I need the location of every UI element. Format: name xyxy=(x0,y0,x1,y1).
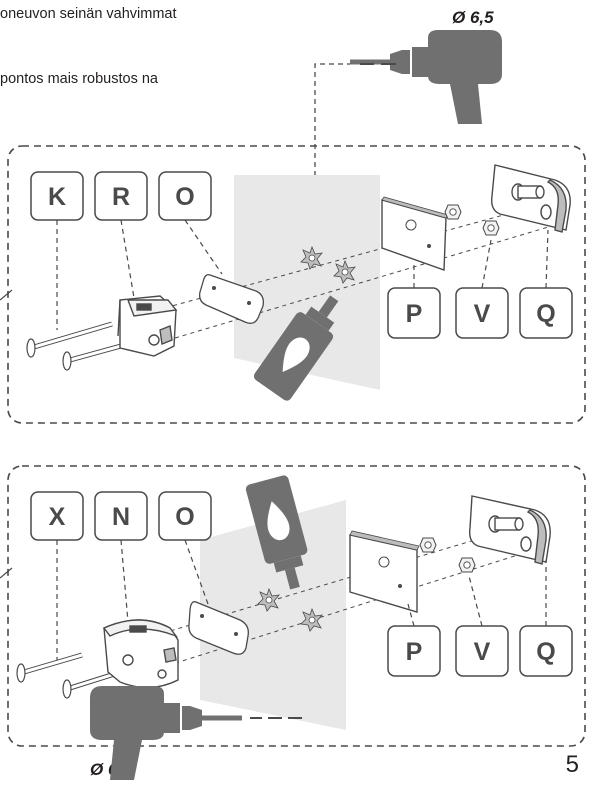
part-label-q-bottom: Q xyxy=(519,625,573,677)
drill-guide-line-top xyxy=(314,63,350,275)
part-label-n: N xyxy=(94,491,148,541)
bracket-n xyxy=(102,619,179,689)
plate-o-bottom xyxy=(188,601,249,655)
part-label-x: X xyxy=(30,491,84,541)
part-label-v: V xyxy=(455,287,509,339)
part-label-v-bottom: V xyxy=(455,625,509,677)
svg-text:V: V xyxy=(474,638,491,666)
nut-v-bottom-2 xyxy=(458,557,476,573)
plate-p-bottom xyxy=(349,530,420,613)
assembly-panel-top xyxy=(7,145,586,424)
svg-text:O: O xyxy=(175,183,194,211)
svg-text:P: P xyxy=(406,300,423,328)
svg-text:Q: Q xyxy=(536,638,555,666)
nut-v-bottom-1 xyxy=(419,537,437,553)
part-label-p-bottom: P xyxy=(387,625,441,677)
instruction-text-portuguese: pontos mais robustos na xyxy=(0,71,158,87)
wall-surface-bottom xyxy=(200,500,346,730)
bracket-r xyxy=(117,295,178,357)
page-connector-bottom xyxy=(0,567,13,579)
nut-v-2 xyxy=(482,220,500,236)
bracket-q-bottom xyxy=(468,495,551,565)
plate-p xyxy=(381,196,449,271)
svg-text:R: R xyxy=(112,183,130,211)
svg-text:X: X xyxy=(49,503,66,531)
part-label-q: Q xyxy=(519,287,573,339)
plate-o xyxy=(198,274,264,324)
part-label-k: K xyxy=(30,171,84,221)
wall-surface-top xyxy=(234,175,380,390)
svg-text:K: K xyxy=(48,183,66,211)
part-label-o-bottom: O xyxy=(158,491,212,541)
drill-size-label-top: Ø 6,5 xyxy=(452,8,494,27)
page-connector-top xyxy=(0,289,13,301)
part-label-p: P xyxy=(387,287,441,339)
drill-icon-top xyxy=(350,30,502,124)
nut-v-1 xyxy=(444,204,462,220)
svg-text:V: V xyxy=(474,300,491,328)
instruction-text-finnish: oneuvon seinän vahvimmat xyxy=(0,6,177,22)
page-number: 5 xyxy=(565,751,579,778)
svg-text:O: O xyxy=(175,503,194,531)
svg-text:Q: Q xyxy=(536,300,555,328)
bracket-q xyxy=(490,164,571,233)
part-label-r: R xyxy=(94,171,148,221)
assembly-panel-bottom xyxy=(7,465,586,747)
svg-text:P: P xyxy=(406,638,423,666)
svg-text:N: N xyxy=(112,503,130,531)
part-label-o: O xyxy=(158,171,212,221)
